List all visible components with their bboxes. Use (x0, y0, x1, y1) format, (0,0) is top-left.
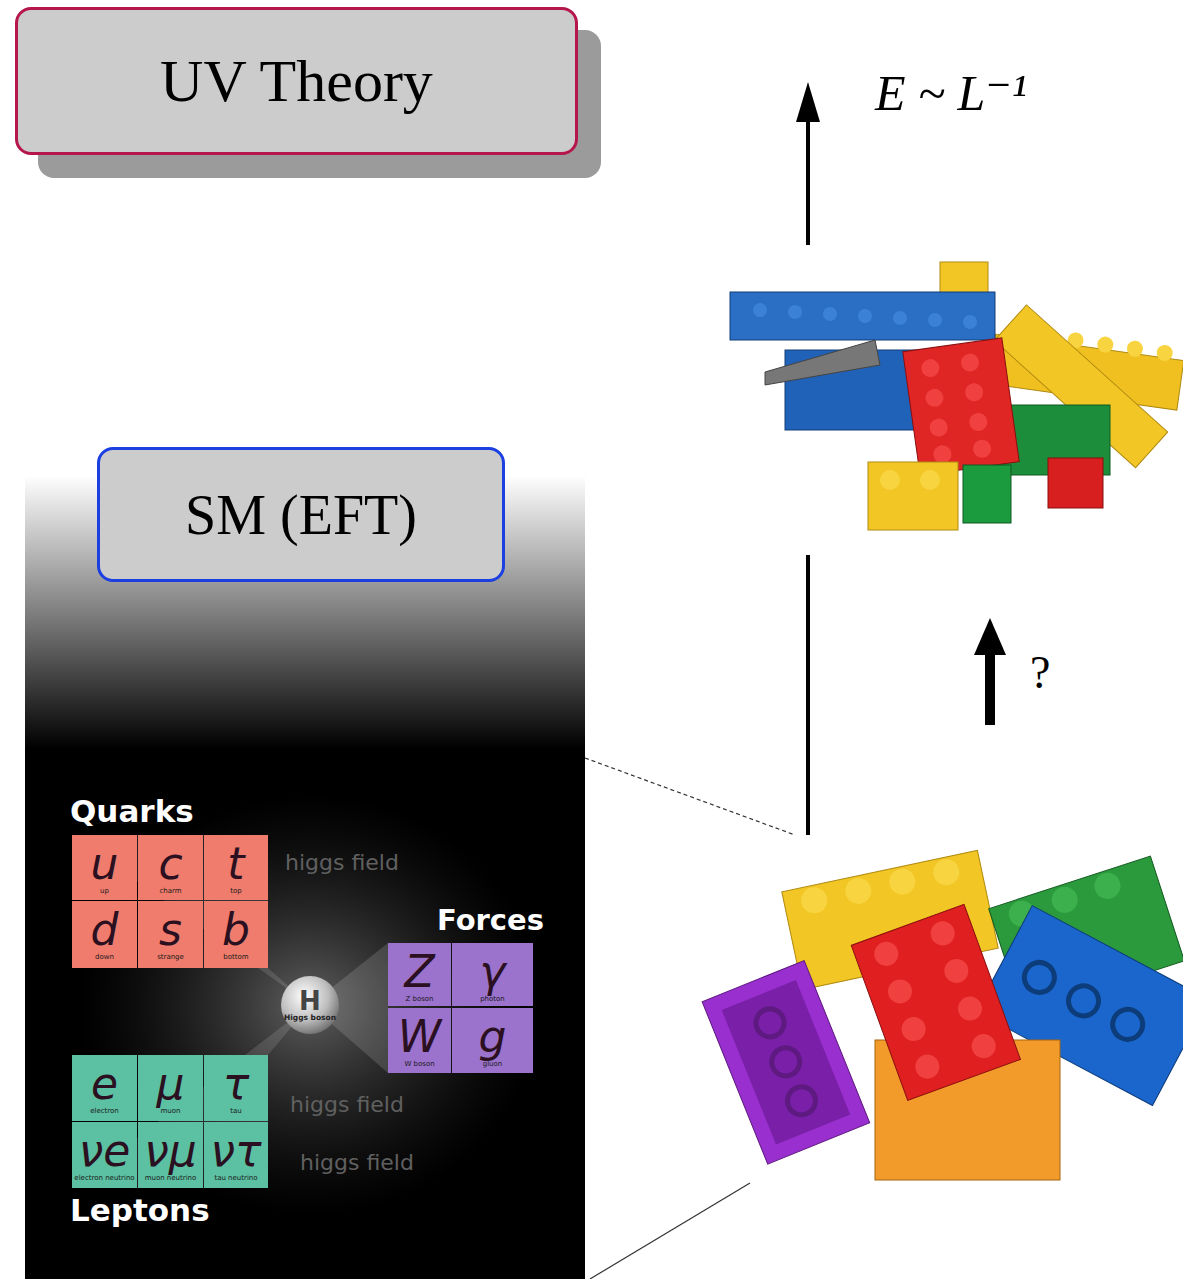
quark-tile: sstrange (138, 901, 203, 968)
lepton-tile: νμmuon neutrino (138, 1122, 203, 1188)
node-title: s (159, 907, 182, 953)
particle-name: strange (157, 953, 184, 961)
node-title: t (227, 841, 244, 887)
quark-tile: ttop (204, 835, 268, 900)
node-title: τ (223, 1061, 250, 1107)
zoom-line (590, 1183, 750, 1279)
particle-name: Higgs boson (284, 1014, 336, 1022)
node-title: b (222, 907, 250, 953)
scale-line (806, 555, 810, 835)
question-mark: ? (1030, 646, 1050, 699)
lepton-tile: μmuon (138, 1055, 203, 1121)
particle-name: tau (230, 1107, 241, 1115)
node-title: γ (479, 949, 505, 995)
axis-label: E ~ L⁻¹ (875, 64, 1027, 122)
watermark: higgs field (290, 1092, 404, 1117)
arrow-head (974, 618, 1006, 655)
force-tile: γphoton (452, 943, 533, 1006)
arrow-head (796, 82, 820, 122)
lepton-tile: ντtau neutrino (204, 1122, 268, 1188)
particle-name: muon neutrino (145, 1174, 197, 1182)
quark-tile: uup (72, 835, 137, 900)
lepton-tile: τtau (204, 1055, 268, 1121)
node-title: c (158, 841, 182, 887)
node-title: d (91, 907, 119, 953)
particle-name: electron neutrino (74, 1174, 134, 1182)
force-tile: ggluon (452, 1008, 533, 1073)
watermark: higgs field (285, 850, 399, 875)
particle-name: gluon (483, 1060, 503, 1068)
higgs-boson: HHiggs boson (281, 976, 339, 1034)
particle-name: bottom (223, 953, 248, 961)
particle-name: up (100, 887, 109, 895)
title-box: UV Theory (15, 7, 578, 155)
zoom-line (585, 758, 795, 835)
node-title: Z (404, 949, 434, 995)
force-tile: ZZ boson (388, 943, 451, 1006)
ray (72, 835, 310, 1005)
node-title: μ (157, 1061, 185, 1107)
higgs-fog (80, 795, 540, 1215)
lepton-tile: eelectron (72, 1055, 137, 1121)
particle-name: down (95, 953, 114, 961)
particle-name: Z boson (405, 995, 433, 1003)
node-title: g (479, 1014, 507, 1060)
node-title: SM (EFT) (185, 487, 417, 543)
particle-name: photon (480, 995, 505, 1003)
quark-tile: bbottom (204, 901, 268, 968)
particle-name: W boson (404, 1060, 434, 1068)
energy-arrow (806, 112, 810, 245)
panel-ground (25, 475, 585, 1279)
group-label: Quarks (70, 793, 194, 829)
particle-name: tau neutrino (214, 1174, 257, 1182)
lepton-tile: νeelectron neutrino (72, 1122, 137, 1188)
group-label: Leptons (70, 1192, 210, 1228)
lego-pile-top (730, 262, 1183, 530)
title-box: SM (EFT) (97, 447, 505, 582)
node-title: ντ (210, 1128, 261, 1174)
particle-name: top (230, 887, 241, 895)
ray (72, 1005, 310, 1188)
quark-tile: ccharm (138, 835, 203, 900)
particle-name: charm (159, 887, 181, 895)
particle-name: electron (90, 1107, 119, 1115)
node-title: W (398, 1014, 442, 1060)
node-title: νe (79, 1128, 131, 1174)
node-title: H (299, 988, 321, 1014)
node-title: u (91, 841, 119, 887)
question-arrow (985, 650, 995, 725)
lego-pile-bottom (702, 850, 1183, 1180)
quark-tile: ddown (72, 901, 137, 968)
node-title: e (91, 1061, 118, 1107)
node-title: νμ (144, 1128, 197, 1174)
force-tile: WW boson (388, 1008, 451, 1073)
particle-name: muon (161, 1107, 181, 1115)
group-label: Forces (437, 903, 544, 937)
higgs-ball (281, 976, 339, 1034)
node-title: UV Theory (160, 51, 433, 111)
watermark: higgs field (300, 1150, 414, 1175)
